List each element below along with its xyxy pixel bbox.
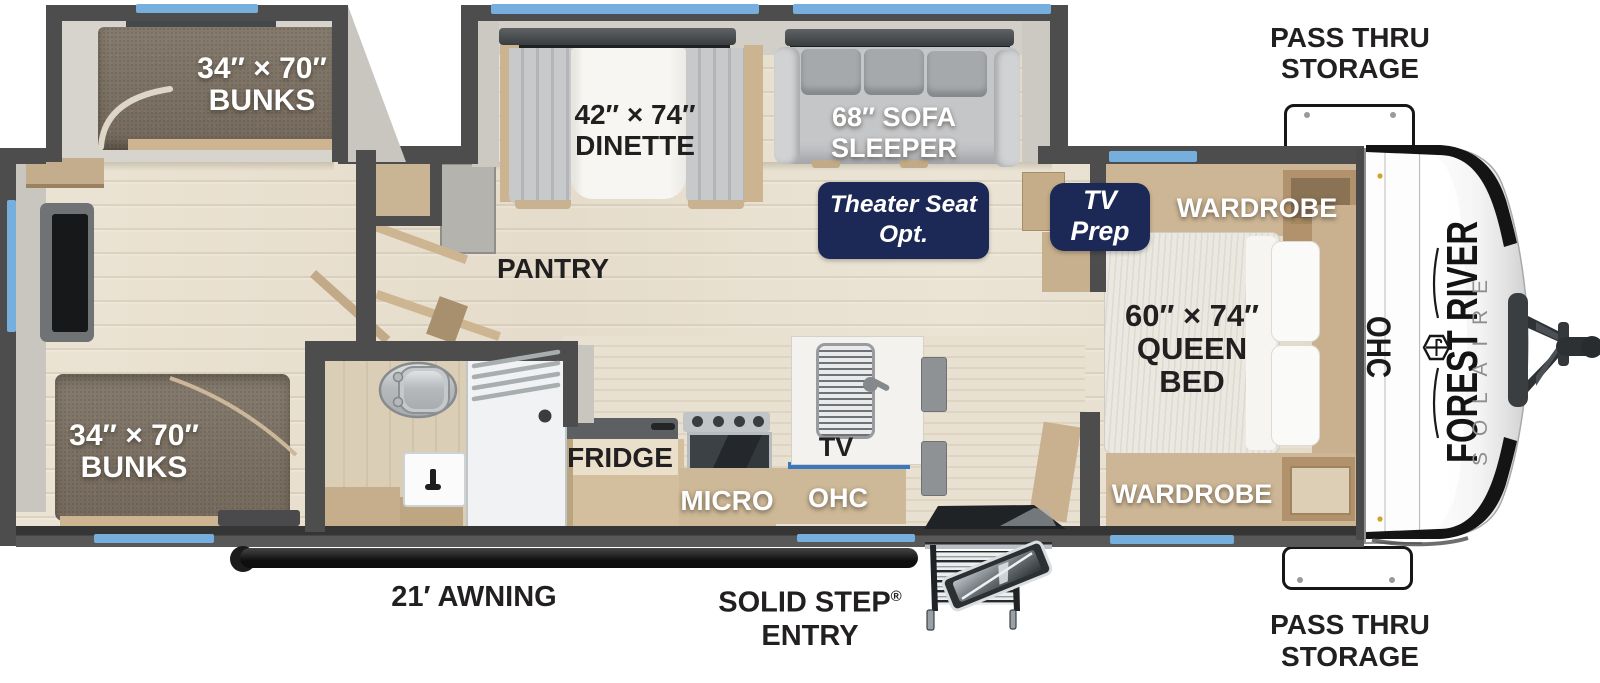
svg-text:OHC: OHC	[1359, 316, 1397, 378]
svg-text:FOREST RIVER: FOREST RIVER	[1438, 221, 1487, 463]
